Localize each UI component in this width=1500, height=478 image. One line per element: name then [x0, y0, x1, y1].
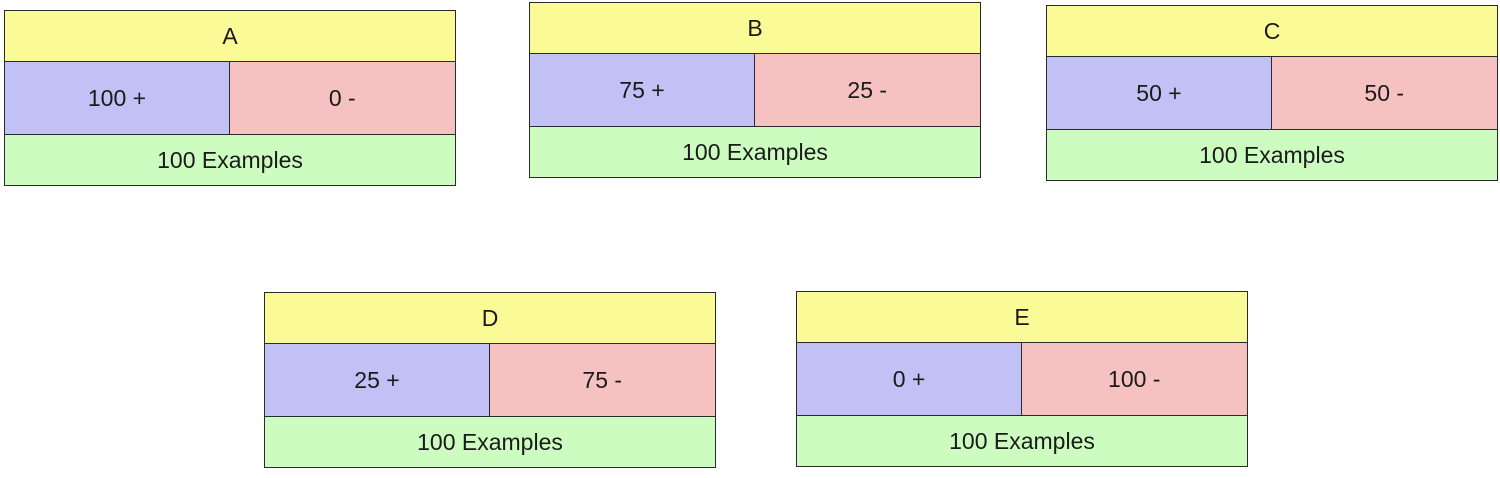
- box-label: D: [264, 292, 716, 344]
- box-d: D 25 + 75 - 100 Examples: [264, 292, 716, 468]
- negative-count: 0 -: [228, 61, 456, 135]
- box-e: E 0 + 100 - 100 Examples: [796, 291, 1248, 467]
- box-label: E: [796, 291, 1248, 343]
- negative-count: 100 -: [1020, 342, 1248, 416]
- positive-count: 75 +: [529, 53, 755, 127]
- negative-count: 50 -: [1270, 56, 1498, 130]
- positive-count: 50 +: [1046, 56, 1272, 130]
- box-label: C: [1046, 5, 1498, 57]
- negative-count: 25 -: [753, 53, 981, 127]
- total-examples: 100 Examples: [529, 126, 981, 178]
- total-examples: 100 Examples: [796, 415, 1248, 467]
- positive-count: 25 +: [264, 343, 490, 417]
- positive-count: 0 +: [796, 342, 1022, 416]
- box-b: B 75 + 25 - 100 Examples: [529, 2, 981, 178]
- total-examples: 100 Examples: [264, 416, 716, 468]
- total-examples: 100 Examples: [4, 134, 456, 186]
- box-label: B: [529, 2, 981, 54]
- total-examples: 100 Examples: [1046, 129, 1498, 181]
- positive-count: 100 +: [4, 61, 230, 135]
- box-a: A 100 + 0 - 100 Examples: [4, 10, 456, 186]
- negative-count: 75 -: [488, 343, 716, 417]
- box-label: A: [4, 10, 456, 62]
- box-c: C 50 + 50 - 100 Examples: [1046, 5, 1498, 181]
